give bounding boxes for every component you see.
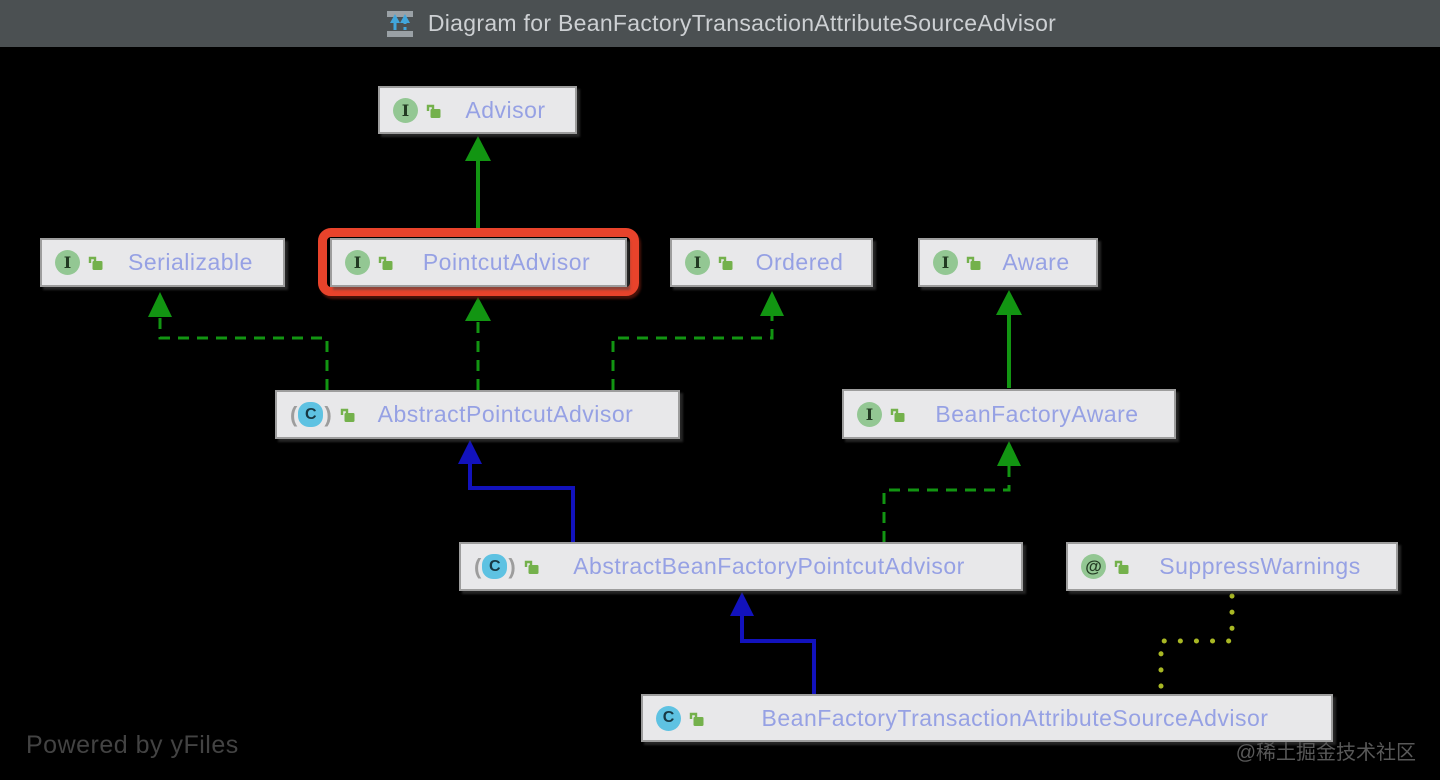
node-ordered[interactable]: I Ordered [670, 238, 873, 287]
interface-icon: I [933, 250, 958, 275]
public-lock-icon [88, 256, 103, 270]
annotation-icon: @ [1081, 554, 1106, 579]
watermark-label: @稀土掘金技术社区 [1235, 742, 1416, 764]
node-label: SuppressWarnings [1159, 553, 1361, 579]
node-label: Aware [1002, 249, 1070, 275]
interface-icon: I [685, 250, 710, 275]
interface-icon: I [393, 97, 418, 123]
node-pointcut-advisor[interactable]: I PointcutAdvisor [330, 238, 627, 287]
node-serializable[interactable]: I Serializable [40, 238, 285, 287]
node-bean-factory-transaction-attribute-source-advisor[interactable]: C BeanFactoryTransactionAttributeSourceA… [641, 694, 1333, 742]
node-label: Advisor [465, 96, 546, 123]
interface-icon: I [857, 401, 882, 427]
node-suppress-warnings[interactable]: @ SuppressWarnings [1066, 542, 1398, 591]
selection-highlight-ring [318, 228, 639, 296]
node-abstract-pointcut-advisor[interactable]: C AbstractPointcutAdvisor [275, 390, 680, 439]
public-lock-icon [524, 560, 539, 574]
public-lock-icon [340, 408, 355, 422]
window-title: Diagram for BeanFactoryTransactionAttrib… [427, 10, 1057, 36]
edge-pointcutadvisor-extends-advisor [465, 136, 491, 228]
edge-abstractbeanfactorypointcutadvisor-extends-abstractpointcutadvisor [458, 440, 575, 542]
node-label: AbstractPointcutAdvisor [377, 401, 634, 427]
edge-beanfactoryaware-extends-aware [996, 290, 1022, 388]
public-lock-icon [1114, 560, 1129, 574]
node-aware[interactable]: I Aware [918, 238, 1098, 287]
class-icon: C [656, 705, 681, 731]
public-lock-icon [718, 256, 733, 270]
edge-abstractpointcutadvisor-implements-serializable [148, 292, 329, 390]
node-advisor[interactable]: I Advisor [378, 86, 577, 134]
interface-icon: I [345, 250, 370, 275]
public-lock-icon [689, 712, 704, 726]
public-lock-icon [426, 104, 441, 118]
node-label: BeanFactoryAware [935, 400, 1139, 427]
node-label: AbstractBeanFactoryPointcutAdvisor [573, 553, 965, 579]
node-label: Serializable [128, 249, 253, 275]
edge-abstractpointcutadvisor-implements-pointcutadvisor [465, 297, 491, 390]
abstract-class-icon: C [290, 402, 332, 428]
diagram-hierarchy-icon [386, 10, 413, 37]
edge-abstractpointcutadvisor-implements-ordered [611, 291, 784, 390]
powered-by-yfiles-label: Powered by yFiles [26, 731, 239, 759]
edge-abstractbeanfactorypointcutadvisor-implements-beanfactoryaware [882, 441, 1021, 542]
interface-icon: I [55, 250, 80, 275]
node-abstract-bean-factory-pointcut-advisor[interactable]: C AbstractBeanFactoryPointcutAdvisor [459, 542, 1023, 591]
node-label: Ordered [755, 249, 844, 275]
node-label: PointcutAdvisor [422, 249, 591, 275]
public-lock-icon [890, 408, 905, 422]
edge-beanfactorytransactionattributesourceadvisor-extends-abstractbeanfactorypointcutadvisor [730, 592, 816, 694]
edge-beanfactorytransactionattributesourceadvisor-annotated-suppresswarnings [1158, 593, 1235, 693]
abstract-class-icon: C [474, 554, 516, 580]
titlebar: Diagram for BeanFactoryTransactionAttrib… [0, 0, 1440, 47]
public-lock-icon [378, 256, 393, 270]
node-label: BeanFactoryTransactionAttributeSourceAdv… [761, 704, 1269, 731]
public-lock-icon [966, 256, 981, 270]
node-bean-factory-aware[interactable]: I BeanFactoryAware [842, 389, 1176, 439]
